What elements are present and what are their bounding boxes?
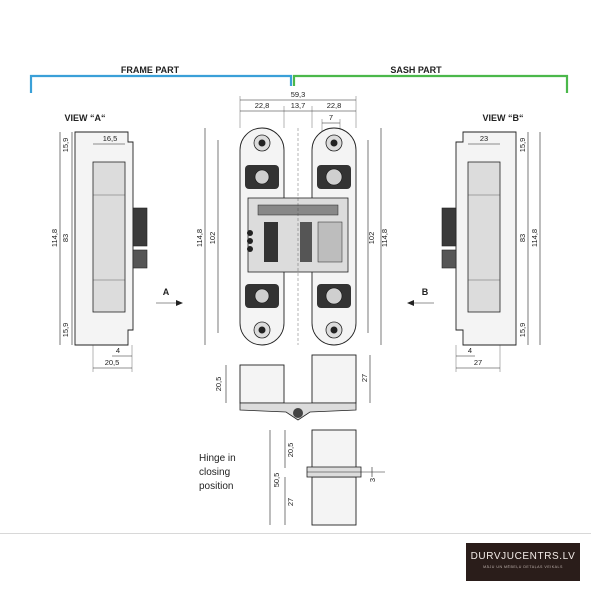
dim-closed-27: 27 — [286, 498, 295, 506]
dim-b-27: 27 — [474, 358, 482, 367]
dim-closed-20-5: 20,5 — [286, 443, 295, 458]
dim-closed-50-5: 50,5 — [272, 473, 281, 488]
frame-part-label: FRAME PART — [121, 65, 180, 75]
top-dimensions: 59,3 22,8 13,7 22,8 7 — [239, 90, 357, 132]
arrow-a-label: A — [163, 287, 170, 297]
dim-total-width: 59,3 — [291, 90, 306, 99]
dim-b-114-8: 114,8 — [530, 229, 539, 247]
dim-sash-offset: 7 — [329, 113, 333, 122]
dim-a-114-8: 114,8 — [50, 229, 59, 247]
dim-center-102-left: 102 — [208, 232, 217, 245]
dim-a-20-5: 20,5 — [105, 358, 120, 367]
view-b: VIEW “B“ 15,9 83 114,8 15,9 23 4 27 — [441, 113, 541, 372]
dim-b-bottom-15-9: 15,9 — [518, 323, 527, 338]
footer-divider — [0, 533, 591, 534]
brand-logo[interactable]: DURVJUCENTRS.LV MĀJU UN MĒBEĻU DETAĻAS V… — [466, 543, 580, 581]
dim-closed-3: 3 — [368, 478, 377, 482]
brand-tagline: MĀJU UN MĒBEĻU DETAĻAS VEIKALS — [483, 565, 563, 569]
dim-open-20-5: 20,5 — [214, 377, 223, 392]
view-a: VIEW “A“ 15,9 83 114,8 15,9 16,5 4 20,5 — [50, 113, 148, 372]
sash-part-label: SASH PART — [390, 65, 442, 75]
dim-a-4: 4 — [116, 346, 120, 355]
dim-open-27: 27 — [360, 374, 369, 382]
dim-center-102-right: 102 — [367, 232, 376, 245]
brand-name: DURVJUCENTRS.LV — [470, 551, 576, 562]
hinge-closed-view: Hinge in closing position 20,5 50,5 27 3 — [199, 429, 385, 526]
dim-center-114-8-right: 114,8 — [380, 229, 389, 247]
dim-a-bottom-15-9: 15,9 — [61, 323, 70, 338]
arrow-a: A — [156, 287, 183, 306]
sash-part-bracket: SASH PART — [292, 65, 569, 93]
dim-b-23: 23 — [480, 134, 488, 143]
dim-sash-width: 22,8 — [327, 101, 342, 110]
dim-a-16-5: 16,5 — [103, 134, 118, 143]
dim-b-4: 4 — [468, 346, 472, 355]
frame-part-bracket: FRAME PART — [29, 65, 293, 93]
note-line-1: Hinge in — [199, 453, 236, 464]
hinge-front-view: 114,8 102 102 114,8 — [195, 127, 389, 346]
view-b-title: VIEW “B“ — [482, 113, 523, 123]
view-a-title: VIEW “A“ — [64, 113, 105, 123]
dim-gap: 13,7 — [291, 101, 306, 110]
dim-center-114-8-left: 114,8 — [195, 229, 204, 247]
hinge-open-view: 20,5 27 — [214, 354, 371, 421]
note-line-3: position — [199, 481, 233, 492]
arrow-b-label: B — [422, 287, 429, 297]
dim-a-83: 83 — [61, 234, 70, 242]
dim-a-top-15-9: 15,9 — [61, 138, 70, 153]
dim-b-83: 83 — [518, 234, 527, 242]
arrow-b: B — [407, 287, 434, 306]
dim-frame-width: 22,8 — [255, 101, 270, 110]
dim-b-top-15-9: 15,9 — [518, 138, 527, 153]
note-line-2: closing — [199, 467, 230, 478]
